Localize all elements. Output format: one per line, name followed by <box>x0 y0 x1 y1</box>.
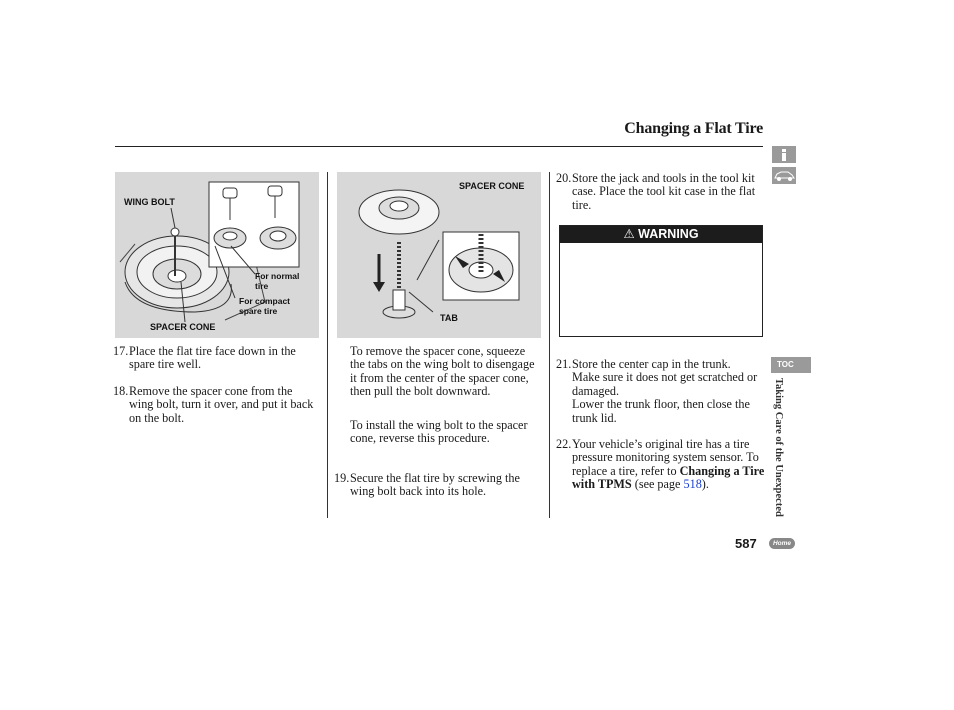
label-spacer-cone: SPACER CONE <box>150 322 216 332</box>
label-spacer-cone: SPACER CONE <box>459 181 525 191</box>
step-number: 18. <box>113 384 129 398</box>
figure-spacer-cone: SPACER CONE TAB <box>337 172 541 338</box>
info-icon <box>782 149 786 161</box>
paragraph-remove-spacer-cone: To remove the spacer cone, squeeze the t… <box>350 344 535 399</box>
home-button[interactable]: Home <box>769 538 795 549</box>
label-line: For normal <box>255 271 300 281</box>
step-17: 17. Place the flat tire face down in the… <box>113 344 318 372</box>
step-20: 20. Store the jack and tools in the tool… <box>556 171 766 212</box>
step-text: Place the flat tire face down in the spa… <box>129 344 296 372</box>
label-tab: TAB <box>440 313 458 323</box>
step-text: Your vehicle’s original tire has a tire … <box>572 437 768 492</box>
step-21: 21. Store the center cap in the trunk. M… <box>556 357 761 425</box>
tpms-reference: Changing a Tire with TPMS <box>572 463 765 492</box>
step-text-main: Your vehicle’s original tire has a tire … <box>572 437 759 478</box>
label-line: For compact <box>239 296 291 306</box>
column-divider <box>327 172 328 518</box>
step-number: 17. <box>113 344 129 358</box>
label-line: spare tire <box>239 306 278 316</box>
page-title: Changing a Flat Tire <box>624 120 763 137</box>
header-rule <box>115 146 763 147</box>
warning-label: WARNING <box>638 227 699 241</box>
warning-triangle-icon: ⚠ <box>623 227 635 241</box>
step-number: 20. <box>556 171 572 185</box>
see-page-end: ). <box>701 477 709 492</box>
warning-header: ⚠ WARNING <box>560 226 762 243</box>
step-number: 19. <box>334 471 350 485</box>
label-wing-bolt: WING BOLT <box>124 197 175 207</box>
paragraph-install-wing-bolt: To install the wing bolt to the spacer c… <box>350 418 528 446</box>
figure-spare-tire-well: WING BOLT For normal tire For compact sp… <box>115 172 319 338</box>
step-text-2: Lower the trunk floor, then close the tr… <box>572 397 750 425</box>
step-22: 22. Your vehicle’s original tire has a t… <box>556 437 768 492</box>
toc-button[interactable]: TOC <box>771 357 811 373</box>
step-text: Store the jack and tools in the tool kit… <box>572 171 756 212</box>
see-page-text: (see page <box>634 477 681 492</box>
label-line: tire <box>255 281 269 291</box>
step-18: 18. Remove the spacer cone from the wing… <box>113 384 318 425</box>
column-divider <box>549 172 550 518</box>
info-tab[interactable] <box>772 146 796 163</box>
step-text: Secure the flat tire by screwing the win… <box>350 471 520 499</box>
spare-tire-illustration <box>119 181 300 323</box>
step-text: Store the center cap in the trunk. Make … <box>572 357 758 398</box>
step-19: 19. Secure the flat tire by screwing the… <box>334 471 539 499</box>
page-number: 587 <box>735 536 757 551</box>
spacer-cone-illustration <box>358 189 520 319</box>
section-tab-label: Taking Care of the Unexpected <box>773 378 784 517</box>
warning-box <box>559 225 763 337</box>
car-tab[interactable] <box>772 167 796 184</box>
label-for-compact-spare-tire: For compact spare tire <box>239 296 290 316</box>
page-518-link[interactable]: 518 <box>683 477 702 492</box>
car-icon <box>774 171 795 181</box>
step-number: 22. <box>556 437 572 451</box>
step-text: Remove the spacer cone from the wing bol… <box>129 384 314 425</box>
step-number: 21. <box>556 357 572 371</box>
label-for-normal-tire: For normal tire <box>255 271 299 291</box>
